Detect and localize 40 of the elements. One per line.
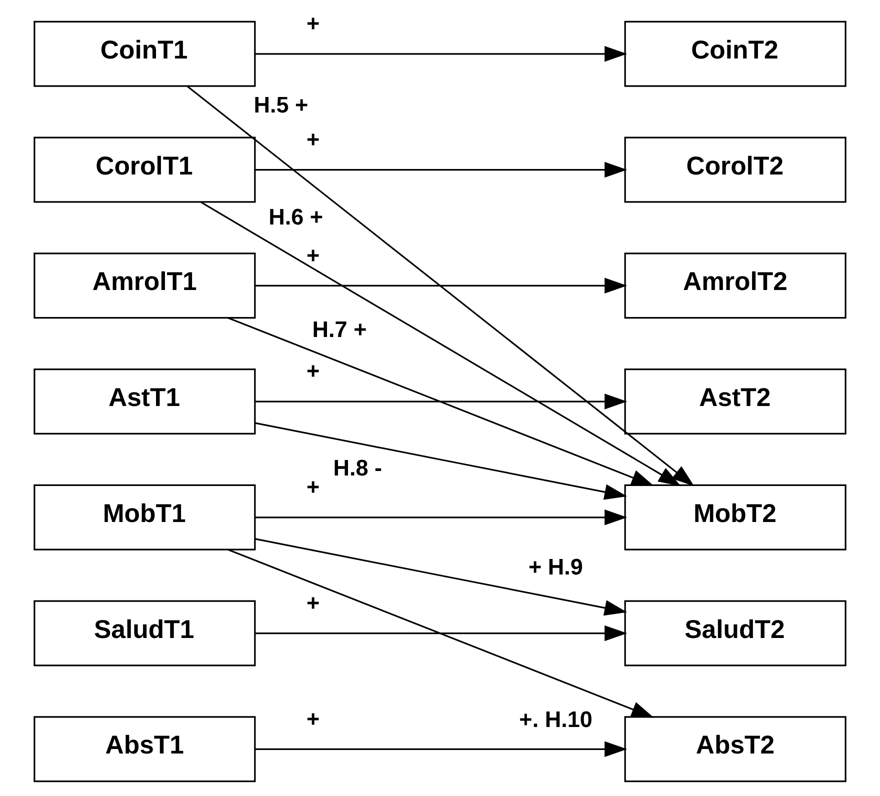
node-box: CoinT1 xyxy=(34,20,256,87)
node-box: AbsT1 xyxy=(34,716,256,782)
arrow xyxy=(228,317,654,486)
edge-label: H.6 + xyxy=(268,204,324,230)
arrow xyxy=(255,510,628,526)
edge-label: + H.9 xyxy=(528,554,583,580)
edge-label: +. H.10 xyxy=(519,707,592,732)
arrow xyxy=(228,548,654,718)
edge-label: + xyxy=(306,242,320,268)
arrow xyxy=(186,86,694,486)
edge-label: H.8 - xyxy=(333,455,382,480)
node-box: AmrolT2 xyxy=(624,252,846,319)
edge-label: H.7 + xyxy=(312,317,367,342)
edge-label: + xyxy=(306,358,320,384)
node-box: SaludT2 xyxy=(624,600,846,666)
arrow xyxy=(255,538,628,616)
arrow xyxy=(255,625,628,642)
node-box: CoinT2 xyxy=(624,20,846,87)
node-box: CorolT2 xyxy=(624,136,846,203)
arrow xyxy=(255,162,628,178)
edge-label: H.5 + xyxy=(254,92,308,118)
arrow xyxy=(255,422,628,500)
arrow xyxy=(255,46,628,62)
arrow xyxy=(255,741,628,758)
arrow xyxy=(255,394,628,410)
edge-label: + xyxy=(306,126,320,152)
edge-label: + xyxy=(306,706,320,732)
node-box: MobT1 xyxy=(34,484,256,550)
edge-label: + xyxy=(306,474,320,500)
edge-label: + xyxy=(306,11,320,36)
node-box: MobT2 xyxy=(624,484,846,550)
arrow xyxy=(255,278,628,294)
node-box: SaludT1 xyxy=(34,600,256,666)
edge-label: + xyxy=(306,590,320,616)
node-box: AstT2 xyxy=(624,368,846,435)
node-box: CorolT1 xyxy=(34,136,256,203)
node-box: AstT1 xyxy=(34,368,256,435)
arrow xyxy=(200,202,681,486)
node-box: AmrolT1 xyxy=(34,252,256,319)
node-box: AbsT2 xyxy=(624,716,846,782)
